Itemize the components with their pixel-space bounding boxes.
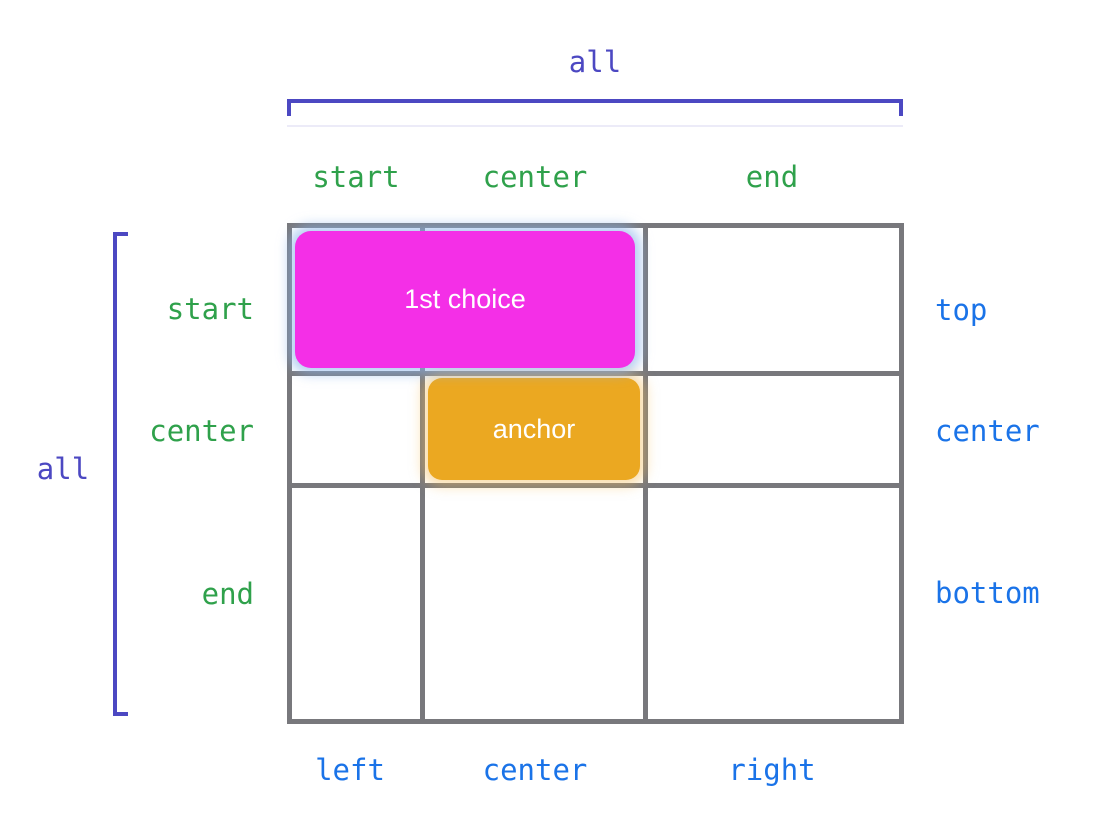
- row-label-start: start: [166, 292, 254, 326]
- column-label-left: left: [315, 753, 385, 787]
- column-label-start: start: [312, 160, 400, 194]
- row-label-center-physical: center: [935, 414, 1040, 448]
- top-hint-line: [287, 125, 903, 127]
- row-label-top: top: [935, 293, 988, 327]
- grid-cell-bottom-center: [425, 488, 643, 719]
- first-choice-box-label: 1st choice: [404, 284, 526, 314]
- grid-cell-bottom-right: [648, 488, 899, 719]
- column-label-right: right: [728, 753, 816, 787]
- grid-cell-top-right: [648, 228, 899, 371]
- top-bracket: [287, 99, 903, 116]
- row-label-bottom: bottom: [935, 576, 1040, 610]
- column-label-center: center: [482, 160, 588, 194]
- grid-cell-center-left: [292, 376, 420, 483]
- anchor-box-label: anchor: [492, 413, 576, 444]
- all-rows-label: all: [36, 452, 90, 486]
- anchor-box: anchor: [428, 378, 640, 480]
- left-bracket: [113, 232, 128, 716]
- row-label-end: end: [201, 577, 254, 611]
- first-choice-box: 1st choice: [295, 231, 635, 368]
- grid-cell-bottom-left: [292, 488, 420, 719]
- row-label-center: center: [149, 414, 254, 448]
- column-label-center-physical: center: [482, 753, 588, 787]
- grid-cell-center-right: [648, 376, 899, 483]
- column-label-end: end: [745, 160, 799, 194]
- all-columns-label: all: [568, 45, 622, 79]
